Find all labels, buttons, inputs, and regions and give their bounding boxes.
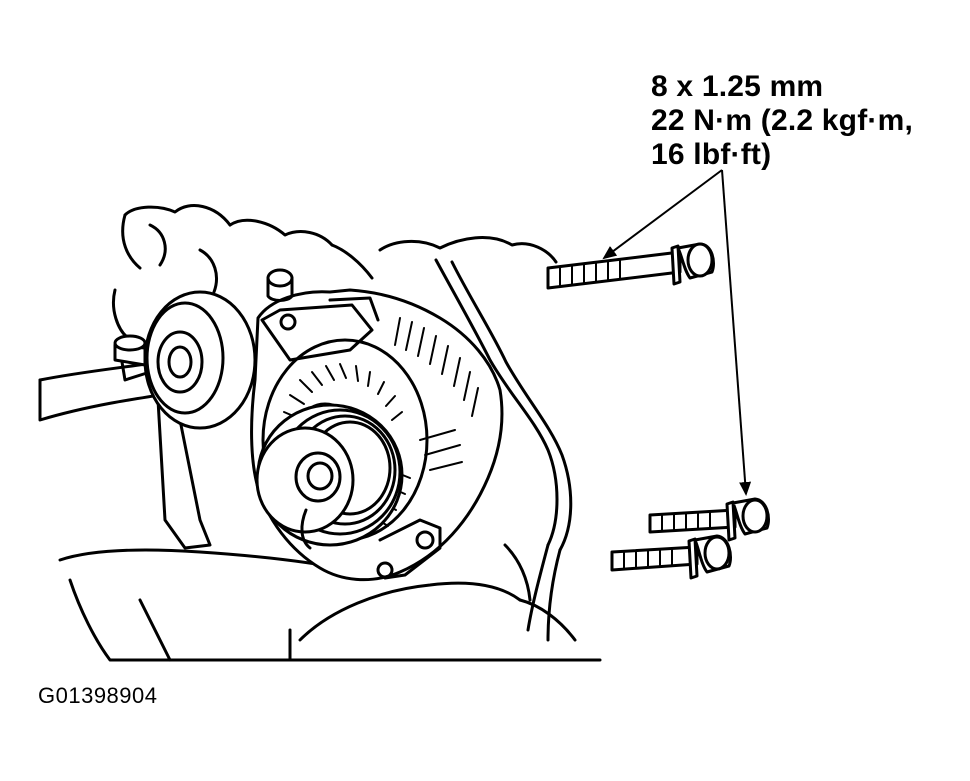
engine-block xyxy=(38,204,602,662)
alternator-pulley xyxy=(255,403,404,550)
torque-nm-label: 22 N·m (2.2 kgf·m, xyxy=(651,104,913,137)
torque-lbf-label: 16 lbf·ft) xyxy=(651,138,772,171)
idler-pulley xyxy=(143,290,257,430)
torque-spec-callout: 8 x 1.25 mm 22 N·m (2.2 kgf·m, 16 lbf·ft… xyxy=(651,70,913,172)
callout-arrows xyxy=(602,169,752,496)
installed-bolt xyxy=(266,268,294,302)
bolt-lower-left xyxy=(610,534,732,580)
bolt-lower-right xyxy=(648,497,770,542)
bolt-size-label: 8 x 1.25 mm xyxy=(651,70,824,103)
figure-id: G01398904 xyxy=(38,683,158,708)
bolt-upper xyxy=(546,242,715,290)
